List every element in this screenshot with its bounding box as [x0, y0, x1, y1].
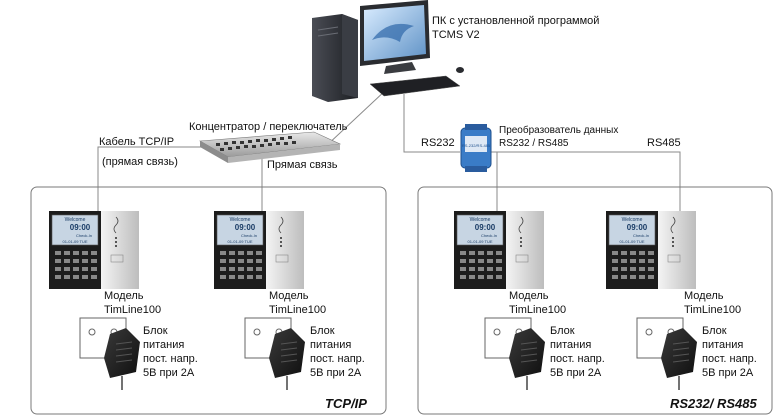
- terminal-device-2: [213, 210, 305, 290]
- terminal-2-screen-time: 09:00: [235, 223, 256, 232]
- terminal-4-screen-time: 09:00: [627, 223, 648, 232]
- terminal-1-screen-date: 01-01-09 TUE: [62, 239, 87, 244]
- power-adapter-3: [484, 317, 546, 391]
- terminal-1-screen-time: 09:00: [70, 223, 91, 232]
- converter-device-text: RS-232/RS-485: [462, 143, 491, 148]
- terminal-3-screen-checkin: Check-In: [481, 233, 497, 238]
- terminal-device-4: [605, 210, 697, 290]
- terminal-4-screen-welcome: Welcome: [622, 217, 643, 223]
- direct-link-paren-label: (прямая связь): [102, 156, 178, 168]
- power-adapter-1: [79, 317, 141, 391]
- terminal-3-screen-time: 09:00: [475, 223, 496, 232]
- rs485-label: RS485: [647, 137, 681, 149]
- rs-group-box: [417, 186, 773, 415]
- tcpip-cable-label: Кабель TCP/IP: [99, 136, 175, 148]
- power-label-2: Блок питания пост. напр. 5В при 2А: [310, 325, 365, 379]
- terminal-1-screen-checkin: Check-In: [76, 233, 92, 238]
- power-label-1: Блок питания пост. напр. 5В при 2А: [143, 325, 198, 379]
- terminal-3-screen-welcome: Welcome: [470, 217, 491, 223]
- power-adapter-2: [244, 317, 306, 391]
- line-hub-to-pc: [324, 89, 387, 148]
- rs232-label: RS232: [421, 137, 455, 149]
- terminal-4-screen-date: 01-01-09 TUE: [619, 239, 644, 244]
- converter-label: Преобразователь данных RS232 / RS485: [499, 125, 619, 149]
- pc-label: ПК с установленной программой TCMS V2: [432, 15, 600, 41]
- terminal-device-1: [48, 210, 140, 290]
- model-label-3: Модель TimLine100: [509, 290, 567, 316]
- terminal-2-screen-date: 01-01-09 TUE: [227, 239, 252, 244]
- line-rs485-to-terminal-4: [497, 151, 681, 211]
- hub-label: Концентратор / переключатель: [189, 121, 348, 133]
- terminal-device-3: [453, 210, 545, 290]
- rs-group-title: RS232/ RS485: [670, 396, 757, 411]
- pc-mouse-icon: [456, 67, 464, 73]
- direct-link-label: Прямая связь: [267, 159, 338, 171]
- pc-keyboard-icon: [369, 75, 461, 97]
- power-label-3: Блок питания пост. напр. 5В при 2А: [550, 325, 605, 379]
- model-label-4: Модель TimLine100: [684, 290, 742, 316]
- converter-icon: RS-232/RS-485: [460, 124, 492, 172]
- connection-lines: [97, 89, 681, 211]
- terminal-1-screen-welcome: Welcome: [65, 217, 86, 223]
- power-adapter-4: [636, 317, 698, 391]
- terminal-2-screen-welcome: Welcome: [230, 217, 251, 223]
- terminal-4-screen-checkin: Check-In: [633, 233, 649, 238]
- tcpip-group-box: [30, 186, 387, 415]
- line-hub-to-terminal-1: [97, 146, 212, 211]
- hub-icon: [199, 131, 342, 163]
- tcpip-group-title: TCP/IP: [325, 396, 367, 411]
- pc-monitor-icon: [360, 0, 430, 74]
- model-label-1: Модель TimLine100: [104, 290, 162, 316]
- terminal-2-screen-checkin: Check-In: [241, 233, 257, 238]
- line-pc-to-converter: [403, 94, 460, 153]
- model-label-2: Модель TimLine100: [269, 290, 327, 316]
- pc-tower-icon: [312, 14, 358, 102]
- terminal-3-screen-date: 01-01-09 TUE: [467, 239, 492, 244]
- power-label-4: Блок питания пост. напр. 5В при 2А: [702, 325, 757, 379]
